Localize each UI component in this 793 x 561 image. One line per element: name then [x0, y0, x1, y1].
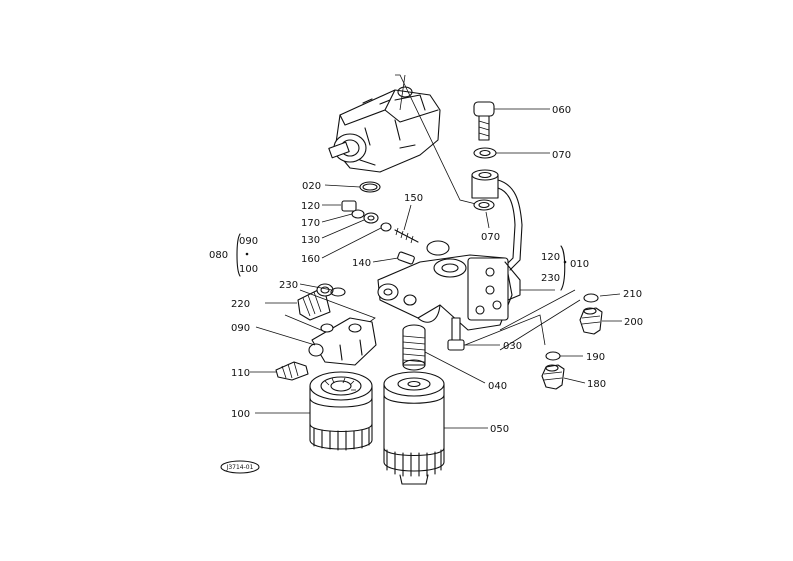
leader-line [395, 74, 481, 206]
callout-230: 230 [279, 280, 298, 291]
callout-120: 120 [301, 201, 320, 212]
drawing-code-stamp: J3714-01 [220, 460, 260, 474]
relief-valve-ring[interactable] [380, 222, 392, 232]
bracket-dot-010 [563, 260, 567, 264]
callout-010: 010 [570, 259, 589, 270]
leader-210 [599, 293, 621, 297]
hydraulic-pump[interactable] [328, 86, 441, 173]
leader-020 [324, 184, 361, 188]
sealing-washer-lower[interactable] [473, 199, 495, 211]
sensor-washer[interactable] [545, 351, 561, 361]
callout-050: 050 [490, 424, 509, 435]
leader-170 [321, 213, 353, 223]
callout-110: 110 [231, 368, 250, 379]
callout-080: 080 [209, 250, 228, 261]
callout-220: 220 [231, 299, 250, 310]
filter-bracket[interactable] [308, 317, 377, 366]
callout-100: 100 [231, 409, 250, 420]
callout-140: 140 [352, 258, 371, 269]
callout-030: 030 [503, 341, 522, 352]
callout-020: 020 [302, 181, 321, 192]
bracket-010 [560, 245, 566, 291]
pressure-switch-washer[interactable] [583, 293, 599, 303]
relief-plug[interactable] [397, 251, 415, 265]
leader-160 [321, 227, 382, 259]
callout-070a: 070 [552, 150, 571, 161]
leader-180 [563, 377, 586, 384]
relief-valve-spring[interactable] [394, 227, 419, 244]
callout-130: 130 [301, 235, 320, 246]
callout-150: 150 [404, 193, 423, 204]
drawing-code: J3714-01 [226, 464, 254, 471]
callout-090: 090 [231, 323, 250, 334]
leader-line [464, 314, 546, 346]
oil-pressure-switch[interactable] [579, 307, 603, 335]
oil-temp-sensor[interactable] [541, 364, 565, 390]
leader-070b [485, 211, 490, 229]
callout-100-group: 100 [239, 264, 258, 275]
callout-070b: 070 [481, 232, 500, 243]
adapter-fitting[interactable] [297, 283, 334, 321]
leader-140 [372, 257, 399, 263]
banjo-fitting[interactable] [471, 169, 523, 271]
filter-head[interactable] [377, 240, 521, 331]
threaded-nipple[interactable] [402, 324, 426, 371]
sealing-washer[interactable] [473, 147, 497, 159]
leader-130 [321, 219, 365, 239]
callout-200: 200 [624, 317, 643, 328]
callout-180: 180 [587, 379, 606, 390]
callout-160: 160 [301, 254, 320, 265]
leader-040 [424, 351, 486, 384]
leader-230 [299, 283, 333, 291]
leader-090 [255, 326, 316, 346]
callout-060: 060 [552, 105, 571, 116]
callout-120-group: 120 [541, 252, 560, 263]
bracket-dot [245, 252, 249, 256]
plug-set[interactable] [341, 200, 379, 224]
callout-230-group: 230 [541, 273, 560, 284]
leader-150 [403, 204, 412, 231]
leader-line [399, 74, 406, 111]
callout-170: 170 [301, 218, 320, 229]
callout-040: 040 [488, 381, 507, 392]
oil-filter-cartridge[interactable] [383, 371, 445, 485]
union-nipple[interactable] [275, 361, 309, 381]
callout-090-group: 090 [239, 236, 258, 247]
callout-210: 210 [623, 289, 642, 300]
bracket-080 [236, 233, 241, 277]
adapter-o-ring[interactable] [330, 287, 346, 297]
small-oil-filter[interactable] [309, 371, 373, 451]
banjo-bolt[interactable] [473, 101, 495, 141]
callout-190: 190 [586, 352, 605, 363]
o-ring[interactable] [359, 181, 381, 193]
leader-line [499, 289, 581, 351]
